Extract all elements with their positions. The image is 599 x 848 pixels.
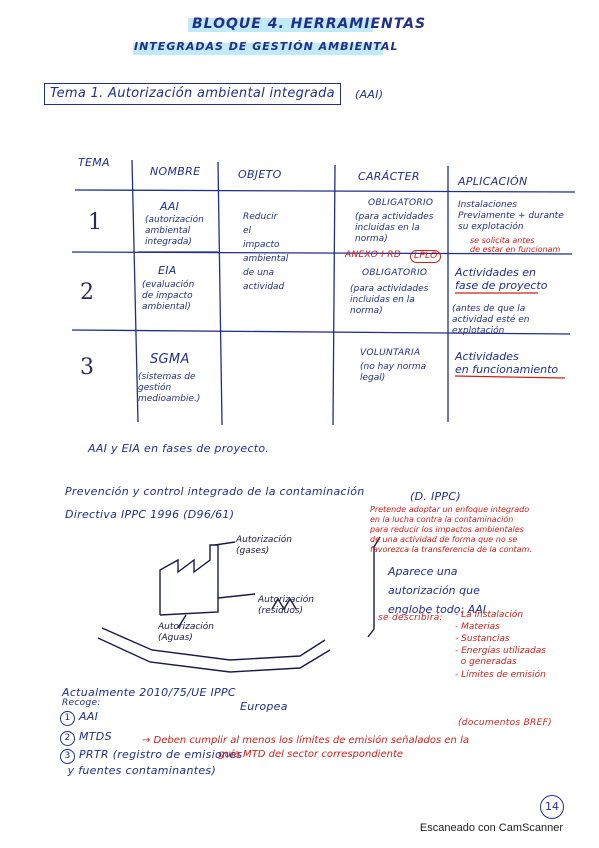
- row3-aplicacion: Actividades en funcionamiento: [455, 350, 559, 376]
- col-header-tema: TEMA: [78, 156, 110, 169]
- row1-caracter-detail: (para actividades incluidas en la norma): [355, 212, 434, 244]
- row1-name: AAI: [160, 200, 180, 213]
- current-item-1: 1 AAI: [60, 710, 98, 726]
- row1-caracter-note: ANEXO I RD: [345, 250, 402, 260]
- row2-aplicacion-note: (antes de que la actividad esté en explo…: [452, 304, 530, 336]
- mtds-note: → Deben cumplir al menos los límites de …: [142, 735, 469, 760]
- current-item-text: MTDS: [79, 730, 112, 743]
- prevention-heading-suffix: (D. IPPC): [410, 490, 461, 503]
- circled-number: 2: [60, 731, 75, 746]
- row2-number: 2: [80, 280, 95, 305]
- describira-label: se describirá:: [378, 613, 443, 623]
- describira-item: - Sustancias: [455, 634, 510, 644]
- objeto-text: Reducir el impacto ambiental de una acti…: [243, 212, 289, 292]
- row3-number: 3: [80, 355, 95, 380]
- row3-name-detail: (sistemas de gestión medioambie.): [138, 372, 201, 404]
- col-header-nombre: NOMBRE: [150, 165, 201, 178]
- circled-number: 3: [60, 749, 75, 764]
- recoge-label: Recoge:: [62, 698, 101, 708]
- describira-item: - Materias: [455, 622, 500, 632]
- col-header-caracter: CARÁCTER: [358, 170, 420, 183]
- page-number: 14: [540, 795, 564, 819]
- row2-caracter: OBLIGATORIO: [362, 268, 428, 278]
- col-header-objeto: OBJETO: [238, 168, 282, 181]
- current-line1-sub: Europea: [240, 700, 288, 713]
- directive-label: Directiva IPPC 1996 (D96/61): [65, 508, 235, 521]
- row1-caracter-note-circled: LPLO: [410, 250, 442, 263]
- row2-name: EIA: [158, 264, 177, 277]
- row2-caracter-detail: (para actividades incluidas en la norma): [350, 284, 429, 316]
- topic-suffix: (AAI): [355, 88, 384, 101]
- topic-title: Tema 1. Autorización ambiental integrada: [50, 86, 335, 101]
- describira-item: - La instalación: [455, 610, 524, 620]
- current-item-text: PRTR (registro de emisiones y fuentes co…: [67, 748, 243, 777]
- row2-name-detail: (evaluación de impacto ambiental): [142, 280, 195, 312]
- bref-note: (documentos BREF): [458, 718, 552, 728]
- describira-item: - Límites de emisión: [455, 670, 546, 680]
- apareca-text: Aparece una autorización que englobe tod…: [388, 565, 487, 616]
- page-title: BLOQUE 4. HERRAMIENTAS: [192, 16, 427, 32]
- row1-caracter: OBLIGATORIO: [368, 198, 434, 208]
- row3-name: SGMA: [150, 352, 190, 367]
- row1-aplicacion-note: se solicita antes de estar en funcionam: [470, 236, 561, 254]
- title-highlight: [188, 18, 373, 32]
- row1-number: 1: [88, 210, 103, 235]
- row1-aplicacion: Instalaciones Previamente + durante su e…: [458, 200, 564, 232]
- row3-caracter: VOLUNTARIA: [360, 348, 421, 358]
- prevention-heading: Prevención y control integrado de la con…: [65, 485, 365, 498]
- current-item-text: AAI: [79, 710, 99, 723]
- current-line1: Actualmente 2010/75/UE IPPC: [62, 686, 236, 699]
- current-item-2: 2 MTDS: [60, 730, 112, 746]
- diagram-label-aguas: Autorización (Aguas): [158, 622, 214, 643]
- page-subtitle: INTEGRADAS DE GESTIÓN AMBIENTAL: [134, 40, 399, 53]
- topic-box: [44, 83, 341, 105]
- row3-caracter-detail: (no hay norma legal): [360, 362, 427, 383]
- circled-number: 1: [60, 711, 75, 726]
- describira-item: - Energías utilizadas o generadas: [455, 646, 546, 667]
- aai-eia-note: AAI y EIA en fases de proyecto.: [88, 442, 270, 455]
- row2-aplicacion: Actividades en fase de proyecto: [455, 266, 548, 292]
- diagram-label-residuos: Autorización (residuos): [258, 595, 314, 616]
- diagram-label-gases: Autorización (gases): [236, 535, 292, 556]
- subtitle-highlight: [133, 43, 383, 55]
- row1-name-detail: (autorización ambiental integrada): [145, 215, 204, 247]
- scanner-footer: Escaneado con CamScanner: [419, 822, 563, 834]
- prevention-red-note: Pretende adoptar un enfoque integrado en…: [370, 505, 532, 554]
- col-header-aplicacion: APLICACIÓN: [458, 175, 528, 188]
